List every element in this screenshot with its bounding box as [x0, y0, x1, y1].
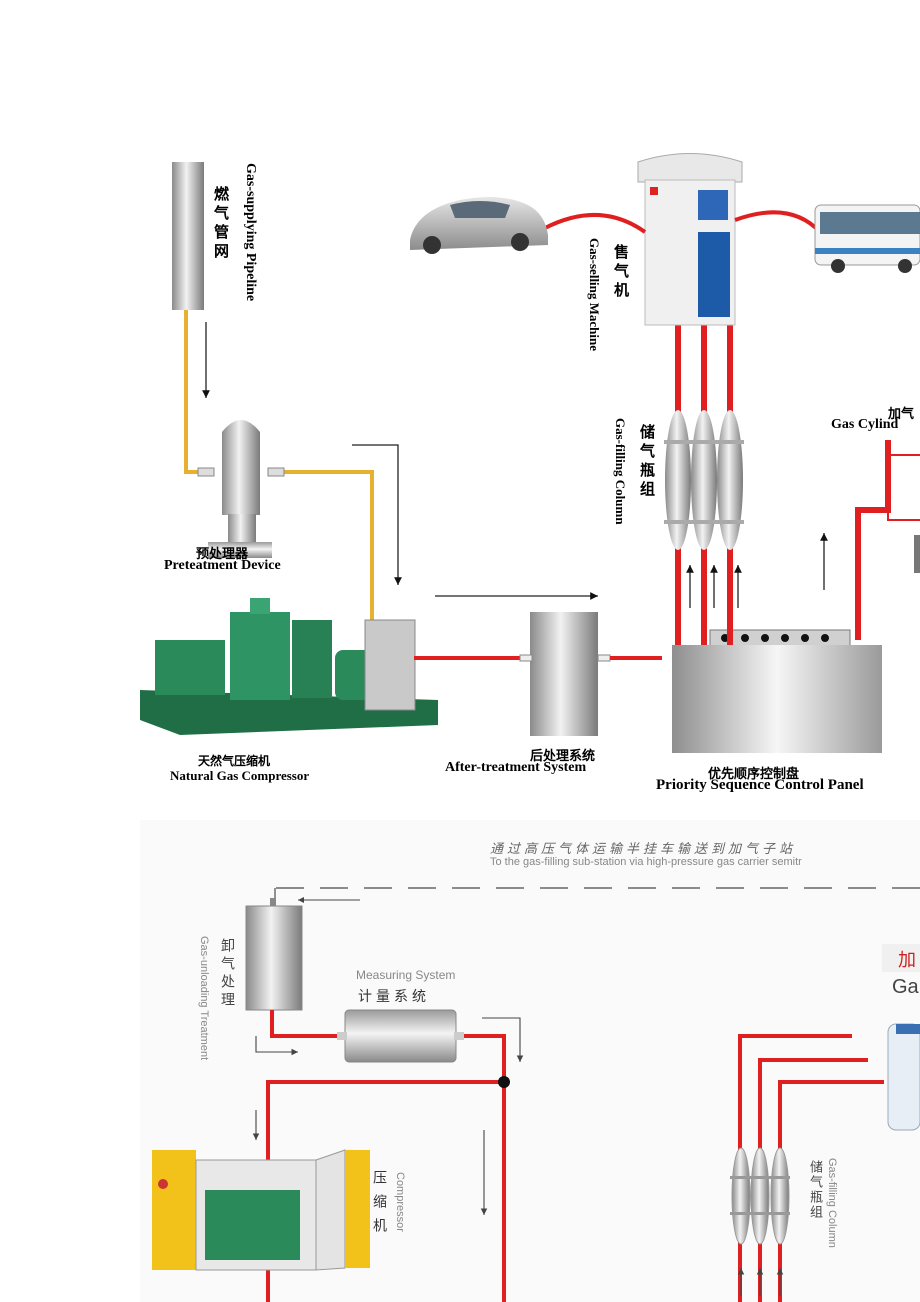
bus-icon — [814, 204, 920, 273]
filling-column-bottom-label-zh: 储气瓶组 — [808, 1160, 823, 1220]
station-header-box — [882, 944, 920, 972]
filling-column-label-zh: 储气瓶组 — [638, 424, 654, 500]
gas-cylinder-icon — [887, 440, 920, 521]
pretreatment-label-zh: 预处理器 — [196, 546, 249, 561]
control-panel-label-zh: 优先顺序控制盘 — [708, 766, 800, 781]
pipeline-label-en: Gas-supplying Pipeline — [243, 163, 258, 302]
flow-arrow — [252, 1017, 784, 1296]
unloading-label-zh: 卸气处理 — [220, 938, 236, 1010]
unloading-label-en: Gas-unloading Treatment — [198, 936, 210, 1061]
transport-label-zh: 通过高压气体运输半挂车输送到加气子站 — [490, 841, 797, 856]
gas-filling-column-icon — [664, 410, 744, 550]
flow-arrow — [352, 444, 402, 585]
gas-dispenser-icon — [887, 1023, 920, 1131]
pipeline-icon — [172, 162, 204, 310]
measuring-label-en: Measuring System — [356, 968, 456, 982]
pretreatment-label-en: Preteatment Device — [164, 558, 281, 573]
compressor-label-zh: 天然气压缩机 — [198, 754, 271, 768]
pressure-line — [675, 325, 891, 645]
compressor-container-icon — [152, 1149, 370, 1271]
transport-label-en: To the gas-filling sub-station via high-… — [490, 856, 802, 868]
gas-selling-machine-icon — [637, 153, 743, 326]
pretreatment-device-icon — [197, 420, 285, 558]
station-header-en: Ga — [892, 976, 919, 998]
gas-filling-column-bottom-icon — [730, 1147, 790, 1245]
control-panel-label-en: Priority Sequence Control Panel — [656, 777, 864, 793]
after-treatment-label-zh: 后处理系统 — [530, 748, 596, 763]
after-treatment-system-icon — [519, 612, 611, 736]
compressor-label-en: Natural Gas Compressor — [170, 768, 310, 783]
compressor-bottom-label-zh: 压缩机 — [372, 1170, 388, 1242]
compressor-icon — [140, 598, 438, 735]
cylinder-label-en: Gas Cylind — [831, 417, 899, 432]
measuring-system-icon — [337, 1009, 464, 1063]
gas-cylinder-icon — [914, 535, 920, 573]
filling-column-bottom-label-en: Gas-filling Column — [826, 1158, 838, 1248]
pressure-line — [544, 212, 647, 234]
station-header-zh: 加 — [898, 950, 916, 970]
cylinder-label-zh: 加气 — [888, 406, 915, 421]
unloading-tank-icon — [245, 898, 303, 1011]
compressor-bottom-label-en: Compressor — [394, 1172, 406, 1232]
junction-node — [498, 1076, 510, 1088]
filling-column-label-en: Gas-filling Column — [613, 418, 628, 525]
control-panel-icon — [672, 629, 882, 753]
selling-machine-label-zh: 售气机 — [612, 244, 628, 301]
pressure-line — [734, 210, 822, 234]
flow-arrow — [686, 533, 828, 608]
measuring-label-zh: 计量系统 — [358, 988, 430, 1004]
selling-machine-label-en: Gas-selling Machine — [587, 238, 602, 352]
pipeline-label-zh: 燃气管网 — [212, 186, 228, 262]
after-treatment-label-en: After-treatment System — [445, 760, 587, 775]
car-icon — [410, 196, 548, 254]
